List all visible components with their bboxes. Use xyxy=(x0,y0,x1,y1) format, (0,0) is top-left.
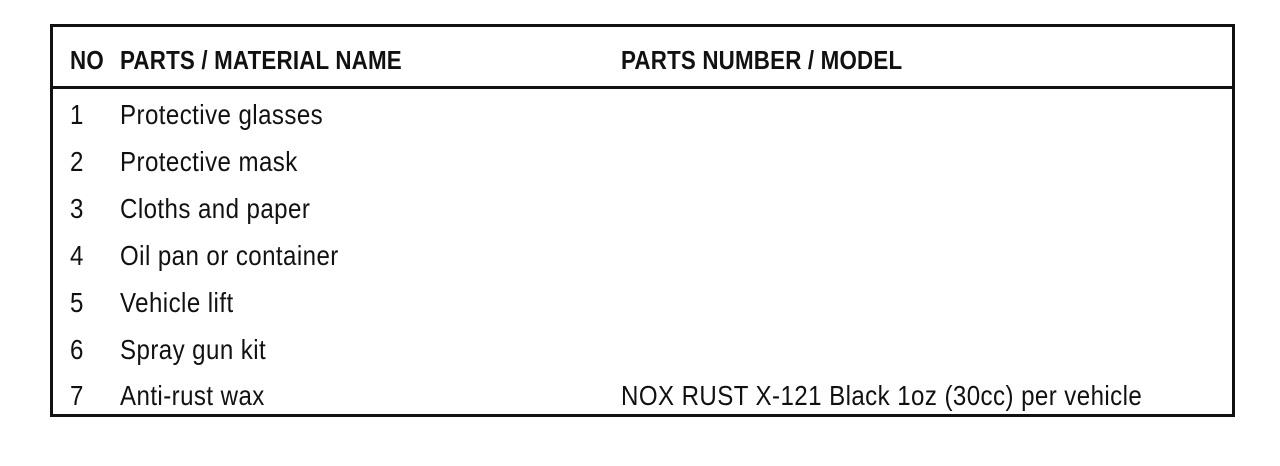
table-row: 2 Protective mask xyxy=(53,139,1232,186)
table-row: 1 Protective glasses xyxy=(53,92,1232,139)
header-parts-number-model: PARTS NUMBER / MODEL xyxy=(621,45,903,75)
table-row: 5 Vehicle lift xyxy=(53,280,1232,327)
row-material-name: Spray gun kit xyxy=(120,334,267,365)
row-part-number: NOX RUST X-121 Black 1oz (30cc) per vehi… xyxy=(621,380,1143,411)
table-row: 3 Cloths and paper xyxy=(53,186,1232,233)
table-row: 6 Spray gun kit xyxy=(53,327,1232,374)
row-material-name: Oil pan or container xyxy=(120,240,339,271)
row-material-name: Protective glasses xyxy=(120,99,324,130)
header-no: NO xyxy=(70,45,104,75)
row-number: 1 xyxy=(70,99,84,130)
parts-materials-table: NO PARTS / MATERIAL NAME PARTS NUMBER / … xyxy=(50,24,1235,417)
header-parts-material-name: PARTS / MATERIAL NAME xyxy=(120,45,402,75)
row-number: 3 xyxy=(70,193,84,224)
row-number: 4 xyxy=(70,240,84,271)
row-material-name: Vehicle lift xyxy=(120,287,234,318)
row-number: 5 xyxy=(70,287,84,318)
row-material-name: Cloths and paper xyxy=(120,193,311,224)
row-material-name: Anti-rust wax xyxy=(120,380,265,411)
row-number: 7 xyxy=(70,380,84,411)
row-number: 6 xyxy=(70,334,84,365)
row-material-name: Protective mask xyxy=(120,146,298,177)
row-number: 2 xyxy=(70,146,84,177)
table-header-row: NO PARTS / MATERIAL NAME PARTS NUMBER / … xyxy=(53,27,1232,89)
table-row: 7 Anti-rust wax NOX RUST X-121 Black 1oz… xyxy=(53,373,1232,420)
table-row: 4 Oil pan or container xyxy=(53,233,1232,280)
